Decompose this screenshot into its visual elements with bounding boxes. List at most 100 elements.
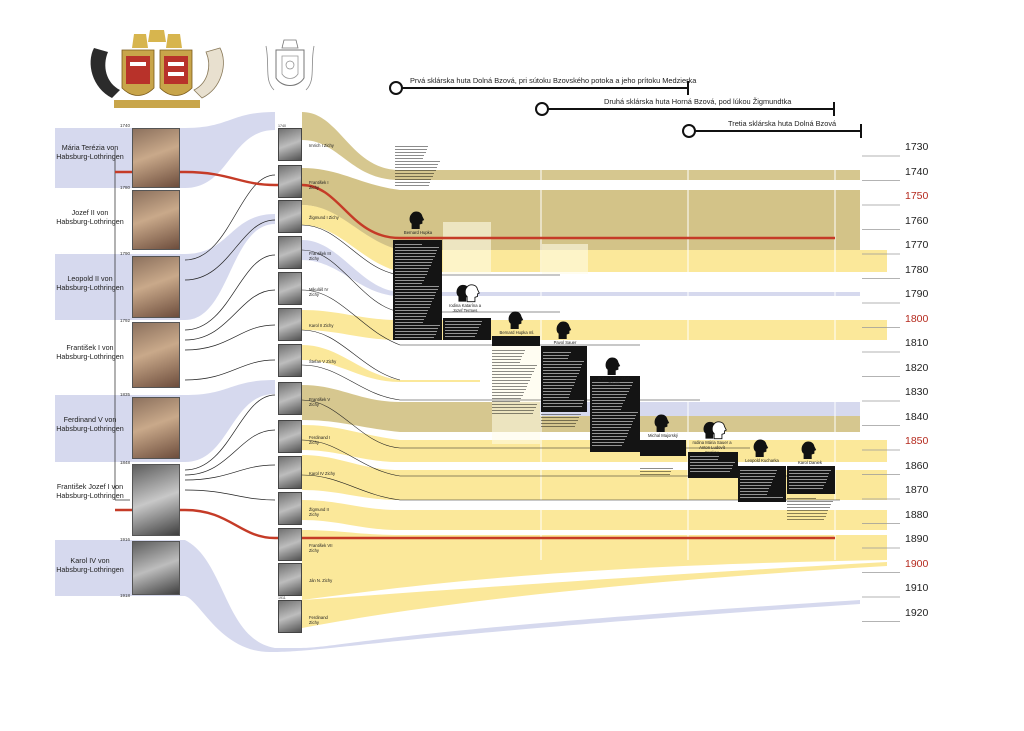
- red-line-maria-terezia: [115, 170, 835, 240]
- zichy-portrait-10: [278, 456, 302, 489]
- bio-text-line: [543, 394, 570, 396]
- bio-text-line: [592, 388, 631, 390]
- bio-text-line: [592, 427, 631, 429]
- bio-box-3: [492, 336, 540, 346]
- zichy-year-14: 1911: [278, 596, 286, 600]
- bio-text-line: [543, 388, 573, 390]
- zichy-portrait-1: [278, 128, 302, 161]
- zichy-name-2: František I Zichy: [309, 180, 329, 190]
- zichy-portrait-2: [278, 165, 302, 198]
- zichy-name-10: Karol IV Zichy: [309, 471, 336, 476]
- overlay-block-2: [542, 244, 588, 274]
- bio-text-line: [395, 271, 428, 273]
- worker-name-7: rodina Mária Sauer a Anton Ludovít Sanka…: [692, 440, 732, 455]
- bio-text-line: [395, 268, 430, 270]
- bio-text-line: [492, 359, 521, 360]
- bio-text-line: [395, 244, 422, 246]
- zichy-portrait-4: [278, 236, 302, 269]
- zichy-name-11: Žigmund II Zichy: [309, 507, 329, 517]
- bio-text-line: [789, 479, 827, 481]
- year-label-1790: 1790: [905, 288, 929, 300]
- habsburg-year-end: 1918: [120, 593, 131, 598]
- zichy-name-7: Štefan V Zichy: [309, 359, 337, 364]
- bio-text-line: [787, 498, 816, 499]
- bio-text-line: [592, 400, 625, 402]
- portrait-maria-terezia: [132, 128, 180, 188]
- year-label-1780: 1780: [905, 263, 929, 276]
- bio-text-line: [395, 259, 434, 261]
- bio-text-line: [789, 476, 829, 478]
- portrait-frantisek-jozef-i: [132, 464, 180, 536]
- bio-text-line: [543, 403, 583, 405]
- bio-text-line: [592, 436, 627, 438]
- worker-head-icon: [556, 321, 572, 339]
- bio-text-line: [395, 164, 439, 165]
- portrait-leopold-ii: [132, 256, 180, 318]
- bio-text-line: [445, 324, 481, 326]
- bio-text-line: [395, 298, 434, 300]
- zichy-portrait-13: [278, 563, 302, 596]
- bio-text-line: [787, 519, 825, 520]
- reign-connectors: [114, 150, 276, 501]
- habsburg-year-7: 1916: [120, 537, 131, 542]
- bio-text-line: [543, 370, 580, 372]
- bio-text-line: [395, 146, 429, 147]
- zichy-name-5: Mikuláš IV Zichy: [309, 287, 329, 297]
- worker-name-1: Bernard Hupka: [403, 230, 433, 235]
- bio-box-2: [443, 318, 491, 340]
- year-ticks: [862, 155, 900, 622]
- year-label-1730: 1730: [905, 141, 929, 153]
- habsburg-name-3: Leopold II von Habsburg-Lothringen: [56, 274, 124, 292]
- zichy-name-1: Imrich I Zichy: [309, 143, 334, 148]
- bio-text-line: [395, 331, 437, 333]
- zichy-name-12: František VII Zichy: [309, 543, 333, 553]
- habsburg-year-1: 1740: [120, 123, 131, 128]
- bio-box-6: [640, 440, 686, 456]
- year-label-1800: 1800: [905, 312, 929, 325]
- year-label-1910: 1910: [905, 582, 929, 594]
- bio-text-line: [543, 364, 583, 366]
- bio-text-line: [492, 350, 526, 351]
- year-label-1810: 1810: [905, 337, 929, 349]
- zichy-coat-of-arms-icon: [265, 39, 315, 91]
- year-label-1840: 1840: [905, 410, 929, 423]
- bio-text-line: [492, 404, 538, 405]
- bio-text-line: [395, 292, 437, 294]
- bio-text-line: [541, 420, 578, 421]
- zichy-name-13: Ján N. Zichy: [309, 578, 333, 583]
- bio-text-line: [395, 283, 423, 285]
- zichy-name-3: Žigmund I Zichy: [309, 215, 339, 220]
- bio-text-line: [492, 383, 529, 384]
- bio-text-line: [395, 313, 427, 315]
- bio-text-line: [395, 253, 436, 255]
- overlay-block-1: [443, 222, 491, 274]
- bio-text-line: [787, 501, 833, 502]
- bio-text-line: [543, 361, 584, 363]
- habsburg-year-4: 1792: [120, 318, 131, 323]
- worker-name-3: Bernard Hupka ml.: [499, 330, 535, 335]
- bio-text-line: [787, 504, 832, 505]
- ruler-2-label: Druhá sklárska huta Horná Bzová, pod lúk…: [604, 97, 792, 106]
- bio-box-8: [738, 466, 786, 502]
- bio-text-line: [492, 386, 527, 387]
- overlay-block-3: [492, 340, 540, 444]
- bio-text-line: [445, 321, 482, 323]
- bio-text-line: [395, 280, 424, 282]
- bio-text-line: [592, 403, 624, 405]
- bio-text-line: [740, 470, 778, 472]
- bio-text-line: [445, 336, 476, 338]
- bio-text-line: [543, 406, 582, 408]
- bio-text-line: [395, 334, 436, 336]
- zichy-portrait-3: [278, 200, 302, 233]
- bio-text-line: [395, 161, 440, 162]
- worker-name-5: Anton a František Sauer: [597, 376, 631, 386]
- bio-text-line: [690, 459, 718, 461]
- worker-name-8: Leopold Kucharka: [745, 458, 779, 463]
- bio-text-line: [395, 337, 435, 339]
- zichy-name-6: Karol II Zichy: [309, 323, 334, 328]
- bio-text-line: [592, 391, 629, 393]
- portrait-jozef-ii: [132, 190, 180, 250]
- zichy-name-14: Ferdinand Zichy: [309, 615, 328, 625]
- bio-text-line: [541, 414, 581, 415]
- worker-head-icon: [508, 311, 524, 329]
